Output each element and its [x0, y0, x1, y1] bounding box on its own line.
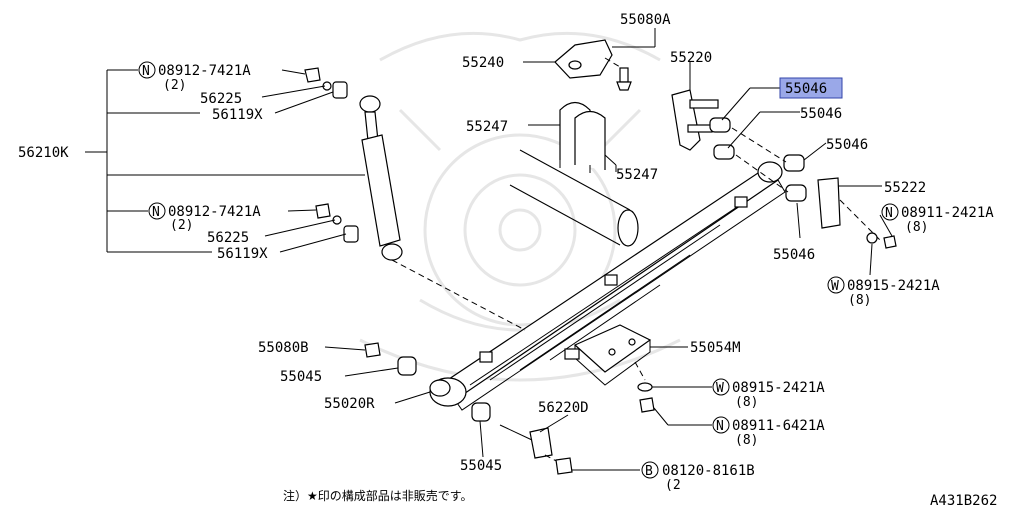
fastener-code: 08911-6421A [732, 418, 825, 434]
fastener-qty: (2 [665, 478, 681, 493]
label-55046-highlight[interactable]: 55046 [785, 81, 827, 97]
label-55220: 55220 [670, 50, 712, 66]
fastener-code: 08120-8161B [662, 463, 755, 479]
leaf-spring [429, 161, 786, 411]
fastener-code: 08912-7421A [158, 63, 251, 79]
label-55080B: 55080B [258, 340, 309, 356]
front-hanger [364, 342, 573, 475]
label-55222: 55222 [884, 180, 926, 196]
nut-symbol: N [142, 64, 150, 79]
label-55080A: 55080A [620, 12, 671, 28]
leader-lines [85, 28, 893, 471]
label-55045: 55045 [460, 458, 502, 474]
label-55020R: 55020R [324, 396, 375, 412]
label-56220D: 56220D [538, 400, 589, 416]
fastener-code: 08912-7421A [168, 204, 261, 220]
nut-symbol: N [716, 419, 724, 434]
label-55046: 55046 [826, 137, 868, 153]
label-55247: 55247 [616, 167, 658, 183]
label-56119X: 56119X [217, 246, 268, 262]
plate-55222 [817, 177, 897, 249]
diagram-code: A431B262 [930, 493, 997, 509]
label-56225: 56225 [207, 230, 249, 246]
label-55240: 55240 [462, 55, 504, 71]
fastener-qty: (2) [163, 78, 186, 93]
label-56225: 56225 [200, 91, 242, 107]
label-55247: 55247 [466, 119, 508, 135]
shock-absorber [304, 67, 526, 331]
part-labels: 55080A 55240 55220 55046 55046 55046 550… [18, 12, 926, 474]
fastener-qty: (2) [170, 218, 193, 233]
label-55046: 55046 [800, 106, 842, 122]
u-bolts [559, 101, 606, 173]
label-55046: 55046 [773, 247, 815, 263]
bushing-set-55046 [709, 117, 807, 202]
footnote: 注）★印の構成部品は非販売です。 [283, 488, 473, 503]
bolt-symbol: B [645, 464, 653, 479]
spring-seat-55054M [564, 324, 655, 413]
label-56210K: 56210K [18, 145, 69, 161]
label-55054M: 55054M [690, 340, 741, 356]
fastener-code: 08915-2421A [732, 380, 825, 396]
watermark-emblem [359, 31, 681, 382]
fastener-qty: (8) [735, 395, 758, 410]
washer-symbol: W [716, 381, 724, 396]
fastener-qty: (8) [848, 293, 871, 308]
shackle-55220 [671, 89, 719, 151]
nut-symbol: N [152, 205, 160, 220]
fastener-code: 08911-2421A [901, 205, 994, 221]
fastener-qty: (8) [905, 220, 928, 235]
washer-symbol: W [831, 279, 839, 294]
fastener-labels: N 08912-7421A (2) N 08912-7421A (2) N 08… [138, 61, 994, 493]
nut-symbol: N [885, 206, 893, 221]
fastener-qty: (8) [735, 433, 758, 448]
fastener-code: 08915-2421A [847, 278, 940, 294]
bracket-55240 [554, 39, 632, 91]
axle-tube [509, 149, 639, 247]
highlight-box [779, 77, 843, 99]
label-56119X: 56119X [212, 107, 263, 123]
label-55045: 55045 [280, 369, 322, 385]
